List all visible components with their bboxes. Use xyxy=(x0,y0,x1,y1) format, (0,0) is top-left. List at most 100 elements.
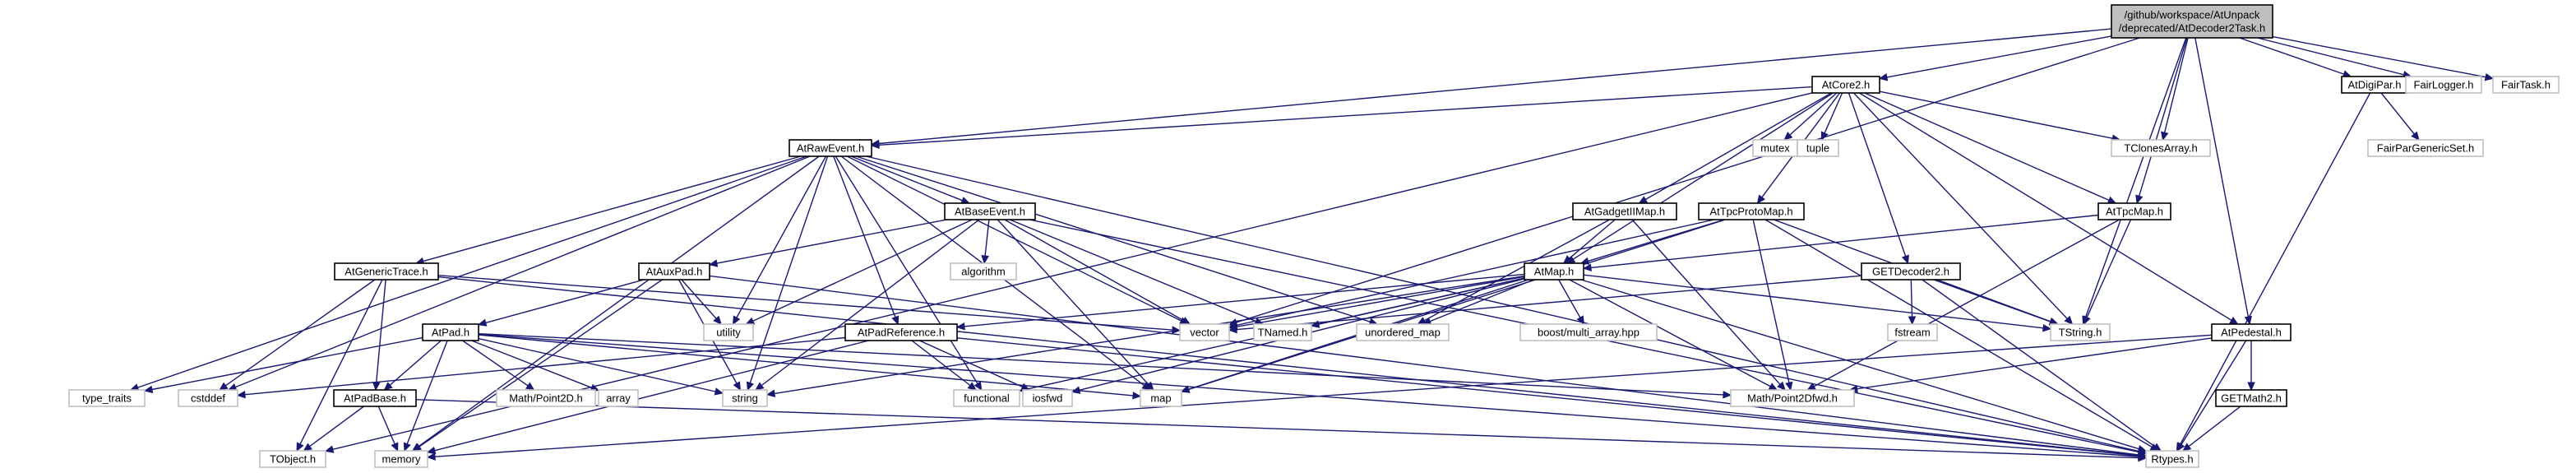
node-box xyxy=(844,323,958,341)
edge-line xyxy=(1859,92,2232,321)
node-AtCore2[interactable]: AtCore2.h xyxy=(1811,76,1880,94)
edge-arrowhead xyxy=(2176,442,2185,452)
edge-line xyxy=(2257,37,2404,76)
edge-AtBaseEvent-to-AtAuxPad xyxy=(708,219,947,267)
edge-line xyxy=(984,219,990,257)
node-box xyxy=(1811,76,1880,94)
edge-arrowhead xyxy=(955,322,965,331)
edge-GETDecoder2-to-fstream xyxy=(1908,279,1917,326)
edge-line xyxy=(423,155,802,262)
node-AtGadgetIIMap[interactable]: AtGadgetIIMap.h xyxy=(1572,202,1677,220)
edge-AtGadgetIIMap-to-AtMap xyxy=(1562,219,1616,264)
edge-line xyxy=(752,219,973,322)
edge-line xyxy=(1236,275,1862,331)
node-label: AtBaseEvent.h xyxy=(955,206,1025,218)
node-functional: functional xyxy=(953,389,1020,407)
node-AtTpcProtoMap[interactable]: AtTpcProtoMap.h xyxy=(1698,202,1805,220)
edge-AtGenericTrace-to-Rtypes xyxy=(437,276,2148,460)
edge-AtGenericTrace-to-TObject xyxy=(296,279,383,452)
edge-line xyxy=(406,340,448,444)
node-box xyxy=(1022,389,1073,407)
edge-AtMap-to-AtPadReference xyxy=(955,273,1525,331)
edge-line xyxy=(2181,340,2247,445)
edge-AtRawEvent-to-functional xyxy=(835,155,983,392)
node-AtPadBase[interactable]: AtPadBase.h xyxy=(333,389,417,407)
node-label: functional xyxy=(964,392,1010,405)
edge-arrowhead xyxy=(870,141,880,150)
node-AtRawEvent[interactable]: AtRawEvent.h xyxy=(789,139,872,157)
node-AtPedestal[interactable]: AtPedestal.h xyxy=(2211,323,2292,341)
node-AtAuxPad[interactable]: AtAuxPad.h xyxy=(638,262,710,281)
edge-arrowhead xyxy=(1582,263,1592,272)
node-AtMap[interactable]: AtMap.h xyxy=(1524,262,1584,281)
edge-arrowhead xyxy=(525,382,535,391)
node-label: fstream xyxy=(1894,327,1930,339)
edge-line xyxy=(1813,219,2120,387)
edge-line xyxy=(1583,274,2044,329)
node-box xyxy=(2492,76,2560,94)
edge-AtPadReference-to-cstddef xyxy=(236,336,846,399)
edge-AtTpcMap-to-MathPoint2Dfwd xyxy=(1806,219,2120,391)
edge-arrowhead xyxy=(2137,445,2148,453)
node-box xyxy=(1887,323,1938,341)
node-TClonesArray: TClonesArray.h xyxy=(2111,139,2211,157)
node-AtDigiPar[interactable]: AtDigiPar.h xyxy=(2341,76,2408,94)
edge-arrowhead xyxy=(2247,382,2255,392)
node-label: AtDigiPar.h xyxy=(2347,79,2401,91)
node-AtPad[interactable]: AtPad.h xyxy=(422,323,479,341)
node-box xyxy=(2211,323,2292,341)
edge-root-to-AtCore2 xyxy=(1878,35,2112,81)
edge-line xyxy=(833,155,896,318)
node-AtTpcMap[interactable]: AtTpcMap.h xyxy=(2097,202,2171,220)
node-utility: utility xyxy=(703,323,754,341)
edge-AtBaseEvent-to-algorithm xyxy=(981,219,990,265)
edge-arrowhead xyxy=(2107,196,2117,204)
edge-line xyxy=(911,340,971,387)
edge-arrowhead xyxy=(1180,385,1191,393)
edge-AtDigiPar-to-FairParGenericSet xyxy=(2380,92,2420,141)
edge-AtBaseEvent-to-utility xyxy=(745,219,973,325)
node-box xyxy=(422,323,479,341)
node-label: GETMath2.h xyxy=(2221,392,2282,405)
edge-arrowhead xyxy=(1228,325,1237,334)
edge-line xyxy=(1752,219,1790,383)
node-label: boost/multi_array.hpp xyxy=(1538,327,1639,339)
edge-arrowhead xyxy=(372,382,381,392)
edge-arrowhead xyxy=(732,315,741,326)
edge-AtRawEvent-to-utility xyxy=(732,155,827,326)
edge-arrowhead xyxy=(1576,315,1584,326)
edge-arrowhead xyxy=(713,315,722,325)
edge-line xyxy=(1429,279,1534,322)
node-GETDecoder2[interactable]: GETDecoder2.h xyxy=(1861,262,1961,281)
node-label: Math/Point2D.h xyxy=(509,392,583,405)
edge-arrowhead xyxy=(391,442,399,452)
node-label: AtPadReference.h xyxy=(858,327,945,339)
edge-arrowhead xyxy=(981,255,989,265)
node-box xyxy=(1524,262,1584,281)
edge-line xyxy=(2163,37,2189,133)
edge-AtRawEvent-to-vector xyxy=(846,155,1189,325)
edge-AtMap-to-boost_multi_array xyxy=(1558,279,1584,326)
edge-AtGenericTrace-to-cstddef xyxy=(219,279,376,391)
node-box xyxy=(2111,139,2211,157)
node-type_traits: type_traits xyxy=(68,389,146,407)
node-cstddef: cstddef xyxy=(178,389,238,407)
node-iosfwd: iosfwd xyxy=(1022,389,1073,407)
node-label: algorithm xyxy=(961,266,1005,278)
edge-line xyxy=(1569,219,1616,259)
edge-line xyxy=(2180,92,2371,445)
node-AtGenericTrace[interactable]: AtGenericTrace.h xyxy=(334,262,439,281)
node-AtPadReference[interactable]: AtPadReference.h xyxy=(844,323,958,341)
node-array: array xyxy=(598,389,639,407)
edge-arrowhead xyxy=(1878,73,1889,81)
node-GETMath2[interactable]: GETMath2.h xyxy=(2215,389,2287,407)
node-AtBaseEvent[interactable]: AtBaseEvent.h xyxy=(944,202,1036,220)
edge-arrowhead xyxy=(303,443,312,452)
node-label: memory xyxy=(382,453,421,466)
edge-line xyxy=(1580,279,2139,450)
edge-AtAuxPad-to-memory xyxy=(412,279,663,452)
edge-arrowhead xyxy=(1145,381,1154,391)
edge-line xyxy=(878,86,1813,146)
edge-line xyxy=(2084,37,2187,318)
